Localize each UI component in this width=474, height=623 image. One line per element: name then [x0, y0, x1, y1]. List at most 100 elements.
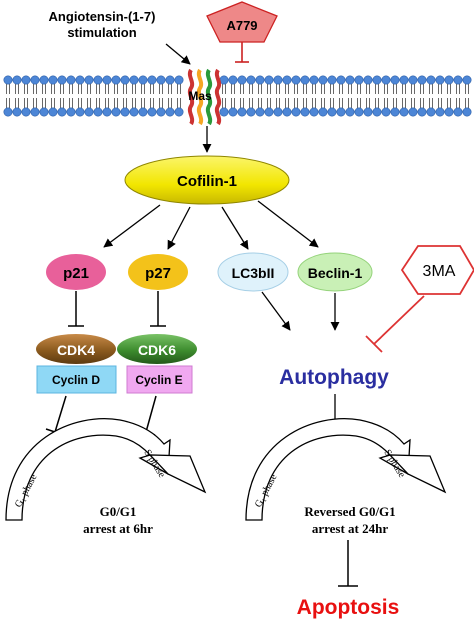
- lipid-tail: [87, 84, 91, 94]
- lipid-tail: [114, 84, 118, 94]
- lipid-head: [390, 107, 400, 117]
- lipid-head: [219, 75, 229, 85]
- lipid-tail: [402, 98, 406, 108]
- lipid-head: [453, 107, 463, 117]
- 3ma-hexagon: [400, 245, 474, 295]
- lipid-tail: [429, 98, 433, 108]
- lipid-head: [354, 107, 364, 117]
- lipid-tail: [411, 98, 415, 108]
- lipid-tail: [339, 98, 343, 108]
- lipid-head: [273, 75, 283, 85]
- mas-label: Mas: [188, 89, 212, 103]
- lipid-head: [444, 75, 454, 85]
- lipid-head: [345, 107, 355, 117]
- lipid-tail: [15, 98, 19, 108]
- lipid-tail: [78, 98, 82, 108]
- lipid-tail: [51, 98, 55, 108]
- lipid-tail: [42, 84, 46, 94]
- lipid-tail: [69, 84, 73, 94]
- lipid-head: [246, 107, 256, 117]
- lipid-tail: [105, 84, 109, 94]
- lipid-tail: [249, 84, 253, 94]
- lipid-tail: [150, 84, 154, 94]
- lipid-head: [444, 107, 454, 117]
- cofilin-to-lc3-arrow: [221, 206, 249, 250]
- cofilin-to-beclin-arrow: [257, 200, 319, 248]
- lipid-tail: [366, 84, 370, 94]
- lipid-head: [3, 75, 13, 85]
- stimulus-arrow: [165, 43, 191, 65]
- cdk4-node: [36, 334, 116, 364]
- mas-receptor: Mas: [187, 68, 222, 126]
- lipid-head: [426, 75, 436, 85]
- 3ma-label: 3MA: [423, 263, 456, 280]
- lipid-tail: [51, 84, 55, 94]
- lipid-tail: [384, 84, 388, 94]
- lipid-head: [345, 75, 355, 85]
- lipid-head: [435, 107, 445, 117]
- lipid-tail: [141, 98, 145, 108]
- lipid-head: [174, 107, 184, 117]
- lipid-head: [30, 107, 40, 117]
- lipid-head: [3, 107, 13, 117]
- lipid-tail: [339, 84, 343, 94]
- lipid-tail: [375, 84, 379, 94]
- lipid-head: [57, 75, 67, 85]
- cyclin-d-box: [36, 365, 117, 394]
- arrest-right-line1: Reversed G0/G1: [304, 504, 395, 519]
- lipid-head: [237, 107, 247, 117]
- lipid-tail: [294, 98, 298, 108]
- lipid-head: [327, 107, 337, 117]
- lipid-tail: [258, 98, 262, 108]
- lipid-head: [84, 75, 94, 85]
- lipid-tail: [312, 84, 316, 94]
- lipid-head: [75, 75, 85, 85]
- lipid-tail: [96, 84, 100, 94]
- cell-cycle-arrow-left: [5, 418, 171, 521]
- cell-cycle-arrowhead-left: [148, 454, 207, 494]
- lipid-head: [399, 75, 409, 85]
- lipid-tail: [159, 98, 163, 108]
- lipid-tail: [42, 98, 46, 108]
- lipid-tail: [276, 84, 280, 94]
- lipid-tail: [96, 98, 100, 108]
- lipid-tail: [123, 84, 127, 94]
- lipid-head: [102, 107, 112, 117]
- 3ma-inhibit-bar: [365, 335, 383, 353]
- cofilin-to-p27-arrow: [167, 206, 191, 250]
- lipid-tail: [123, 98, 127, 108]
- lipid-head: [291, 75, 301, 85]
- lipid-head: [93, 75, 103, 85]
- lipid-head: [156, 107, 166, 117]
- lipid-tail: [429, 84, 433, 94]
- lipid-tail: [357, 84, 361, 94]
- lipid-head: [462, 107, 472, 117]
- lipid-tail: [78, 84, 82, 94]
- lipid-head: [282, 107, 292, 117]
- lipid-head: [417, 75, 427, 85]
- lipid-head: [372, 75, 382, 85]
- lipid-tail: [456, 98, 460, 108]
- lipid-tail: [456, 84, 460, 94]
- lipid-tail: [240, 84, 244, 94]
- lipid-tail: [303, 98, 307, 108]
- lipid-tail: [285, 98, 289, 108]
- lipid-tail: [132, 84, 136, 94]
- lipid-tail: [303, 84, 307, 94]
- cyclin-e-label: Cyclin E: [135, 373, 182, 387]
- lipid-head: [300, 75, 310, 85]
- lipid-head: [435, 75, 445, 85]
- lipid-head: [309, 75, 319, 85]
- p21-node: [46, 254, 106, 290]
- p27-label: p27: [145, 265, 171, 282]
- lipid-head: [336, 75, 346, 85]
- arrest-left-line2: arrest at 6hr: [83, 521, 153, 536]
- cell-cycle-arrowhead-right: [388, 454, 447, 494]
- lipid-tail: [312, 98, 316, 108]
- lipid-head: [354, 75, 364, 85]
- lipid-head: [246, 75, 256, 85]
- lipid-head: [138, 107, 148, 117]
- lipid-head: [417, 107, 427, 117]
- lipid-head: [381, 75, 391, 85]
